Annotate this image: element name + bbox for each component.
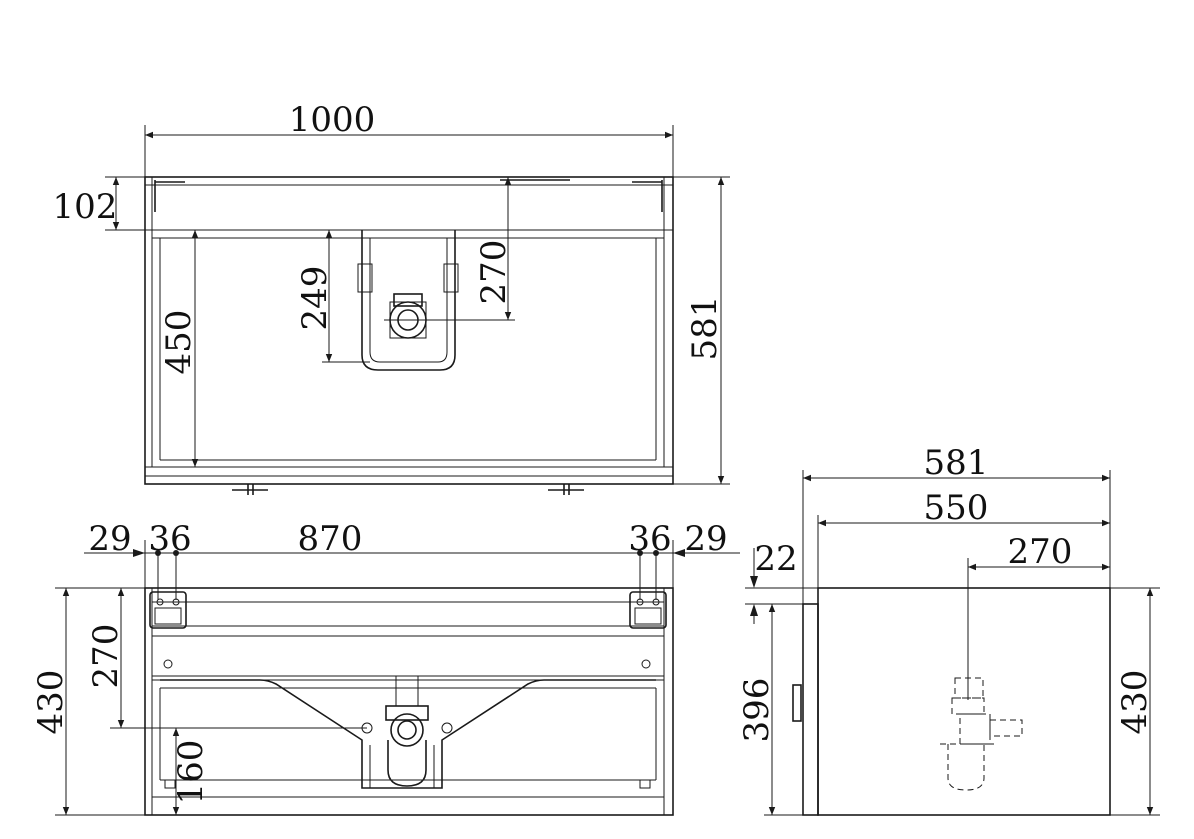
door-handle [792,684,802,722]
dim-side-depth-text: 581 [924,443,989,483]
dim-lower-height-text: 160 [171,740,211,805]
cabinet-outline-front [144,587,674,816]
foot-left [232,484,268,495]
dim-width-text: 1000 [289,100,376,140]
cabinet-outline-side [817,587,1111,816]
front-view: 29 36 870 36 29 430 270 160 [31,519,740,816]
dim-hinge-right-text: 36 [628,519,671,559]
dim-inner-depth-text: 450 [159,310,199,375]
dim-door-height-text: 396 [737,678,777,743]
dim-side-left-text: 29 [88,519,131,559]
dim-side-inner-depth-text: 550 [924,488,989,528]
dim-drain-offset-text: 249 [295,266,335,331]
side-view: 581 550 270 22 396 430 [737,443,1160,816]
foot-right [548,484,584,495]
dim-side-drain-text: 270 [1008,532,1073,572]
dim-depth-text: 581 [685,296,725,361]
drawer-notch [160,679,656,789]
hinge-left [149,591,187,629]
dim-drain-from-back-text: 270 [474,240,514,305]
dim-top-thickness-text: 22 [754,539,797,579]
drain-cutout [361,230,456,371]
hinge-right [629,591,667,629]
dim-hinge-left-text: 36 [148,519,191,559]
siphon-side [940,677,1023,791]
siphon-top [384,293,432,339]
siphon-front [361,675,453,787]
dim-height-text: 430 [31,670,71,735]
door-side [802,603,819,816]
dim-side-right-text: 29 [684,519,727,559]
dim-top-rail-text: 102 [53,187,118,227]
top-view: 1000 102 450 249 270 581 [53,100,730,495]
dim-span-text: 870 [298,519,363,559]
dim-upper-height-text: 270 [86,624,126,689]
dim-side-height-text: 430 [1115,670,1155,735]
